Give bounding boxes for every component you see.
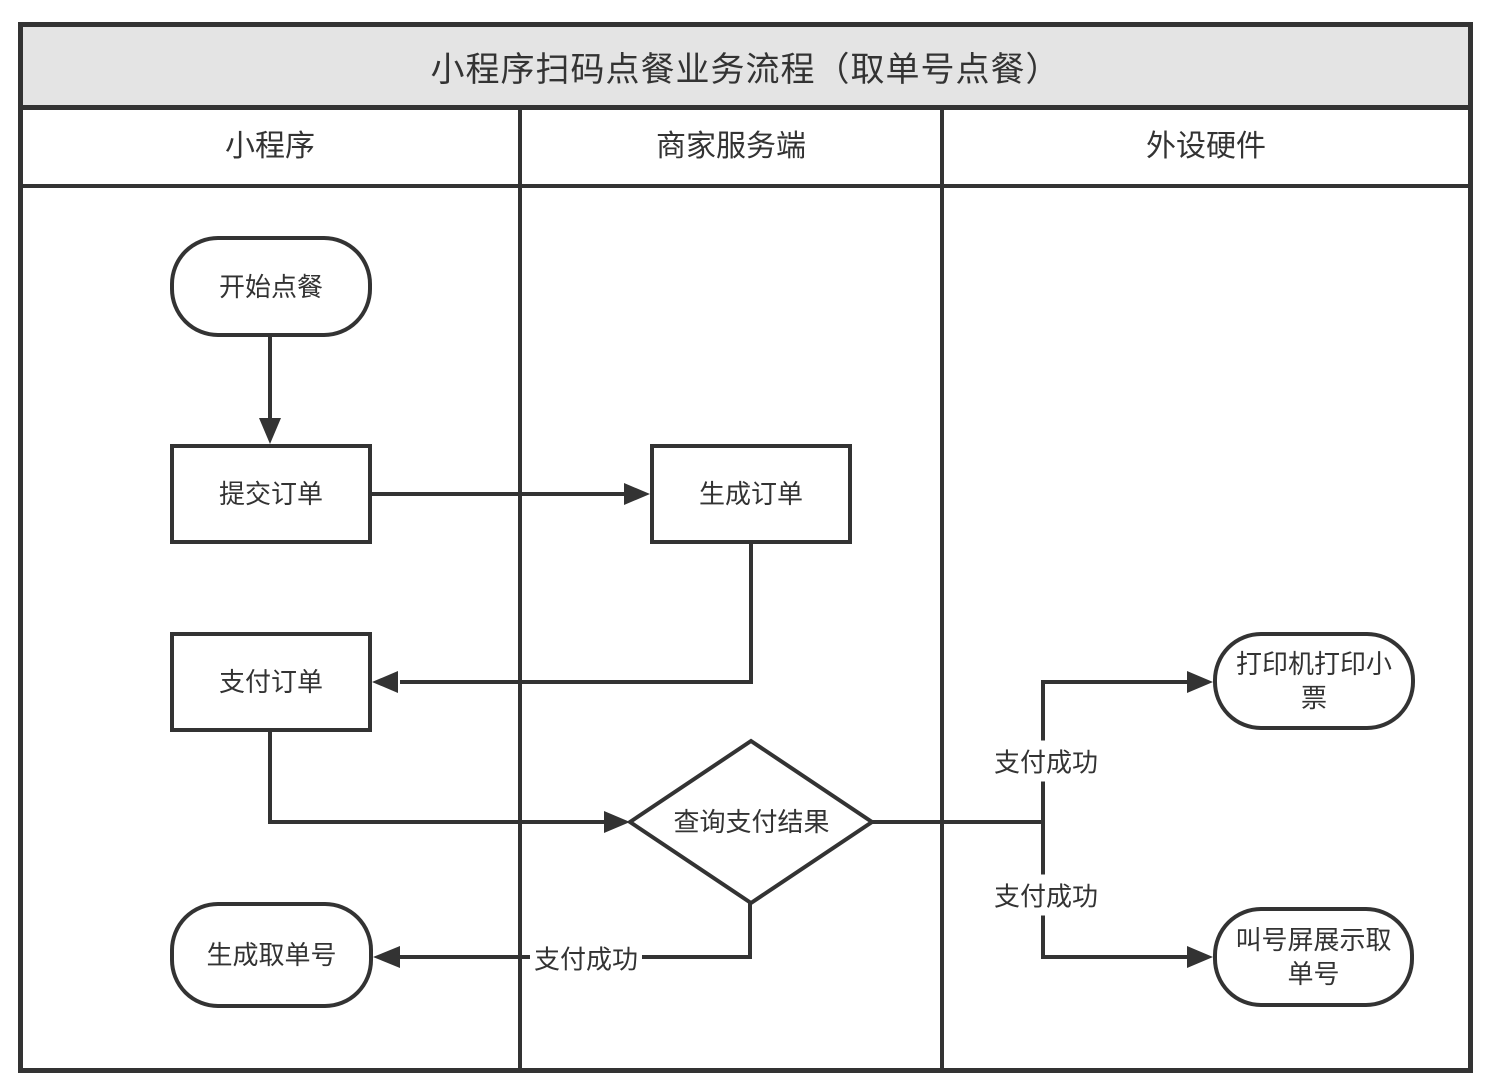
node-create-order: 生成订单 <box>650 444 852 544</box>
arrowhead-right-printer <box>1187 671 1213 693</box>
node-start: 开始点餐 <box>170 236 372 337</box>
connector-query-to-pickup <box>398 903 752 959</box>
diagram-title-band: 小程序扫码点餐业务流程（取单号点餐） <box>23 27 1468 110</box>
edge-label-pay-success-pickup: 支付成功 <box>529 937 643 979</box>
lane-header-mini-program: 小程序 <box>225 130 315 163</box>
node-pay-order: 支付订单 <box>170 632 372 732</box>
arrowhead-down-submit <box>259 418 281 444</box>
node-generate-pickup-number: 生成取单号 <box>170 902 373 1008</box>
connector-pay-to-query <box>268 732 606 824</box>
lane-header-row <box>23 110 1468 188</box>
node-query-payment-result-label: 查询支付结果 <box>673 807 830 837</box>
arrowhead-left-pay <box>372 671 398 693</box>
edge-label-pay-success-call-screen: 支付成功 <box>989 874 1103 916</box>
edge-label-pay-success-printer: 支付成功 <box>989 740 1103 782</box>
node-printer-print-receipt: 打印机打印小票 <box>1213 632 1415 730</box>
node-call-screen-show-pickup-number: 叫号屏展示取单号 <box>1213 907 1414 1007</box>
lane-header-peripheral-hardware: 外设硬件 <box>1146 130 1266 163</box>
diagram-title: 小程序扫码点餐业务流程（取单号点餐） <box>430 50 1061 89</box>
arrowhead-right-call-screen <box>1187 946 1213 968</box>
connector-junction-to-call-screen <box>1041 822 1189 959</box>
node-query-payment-result-shape <box>626 738 876 906</box>
arrowhead-right-query <box>604 811 630 833</box>
lane-divider-2 <box>940 110 944 1068</box>
connector-create-to-pay <box>400 544 753 684</box>
lane-divider-1 <box>518 110 522 1068</box>
node-submit-order: 提交订单 <box>170 444 372 544</box>
arrowhead-right-create <box>624 483 650 505</box>
arrowhead-left-pickup <box>373 946 400 968</box>
lane-header-merchant-server: 商家服务端 <box>656 130 806 163</box>
